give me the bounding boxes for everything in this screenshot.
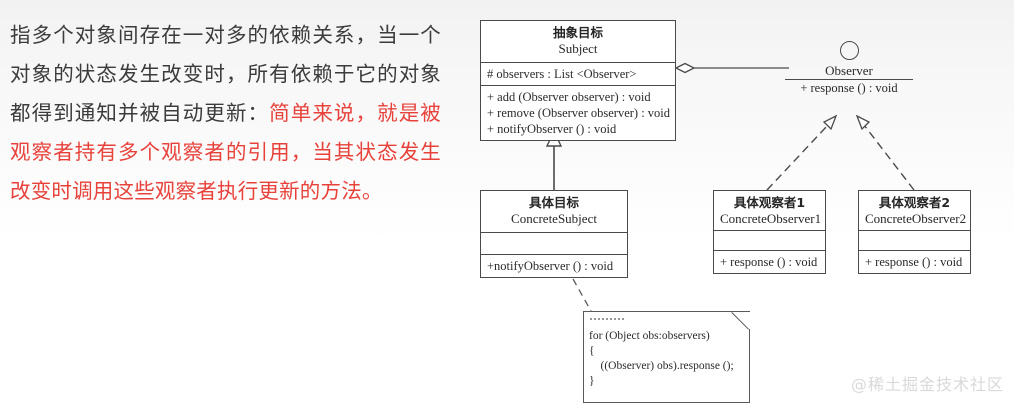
watermark: @稀土掘金技术社区 [850, 375, 1004, 394]
description-highlight-text: 简单来说，就是被观察者持有多个观察者的引用，当其状态发生改变时调用这些观察者执行… [10, 101, 441, 203]
method-row: + response () : void [720, 255, 818, 269]
class-en-name: Subject [558, 41, 598, 56]
class-methods-concrete-subject: +notifyObserver () : void [481, 254, 627, 277]
interface-observer[interactable]: Observer + response () : void [785, 41, 913, 97]
class-methods-concrete-observer-1: + response () : void [714, 250, 825, 273]
class-methods-concrete-observer-2: + response () : void [859, 250, 970, 273]
description-panel: 指多个对象间存在一对多的依赖关系，当一个对象的状态发生改变时，所有依赖于它的对象… [0, 0, 455, 405]
interface-circle-icon [839, 41, 859, 60]
pattern-description: 指多个对象间存在一对多的依赖关系，当一个对象的状态发生改变时，所有依赖于它的对象… [10, 16, 441, 211]
note-dotted-rule [590, 318, 624, 329]
class-cn-name: 具体目标 [528, 195, 579, 210]
note-code-line: { [589, 345, 595, 357]
method-row: + remove (Observer observer) : void [487, 106, 671, 120]
description-plain-text: 指多个对象间存在一对多的依赖关系，当一个对象的状态发生改变时，所有依赖于它的对象… [10, 23, 441, 125]
class-cn-name: 抽象目标 [552, 25, 603, 40]
uml-class-diagram: 抽象目标 Subject # observers : List <Observe… [455, 0, 1014, 405]
note-code-line: } [589, 375, 595, 387]
class-header-subject: 抽象目标 Subject [481, 21, 675, 62]
class-en-name: ConcreteSubject [511, 211, 597, 226]
class-en-name: ConcreteObserver2 [865, 211, 967, 226]
class-methods-subject: + add (Observer observer) : void + remov… [481, 85, 675, 140]
note-folded-corner-icon [733, 312, 750, 329]
method-row: + add (Observer observer) : void [487, 90, 651, 104]
method-row: + notifyObserver () : void [487, 122, 617, 136]
method-row: +notifyObserver () : void [487, 259, 614, 273]
realization-concreteobserver2-observer [855, 114, 915, 191]
note-anchor-concretesubject [572, 278, 592, 312]
aggregation-subject-observer [674, 62, 789, 74]
class-attributes-concrete-subject [481, 232, 627, 254]
class-box-concrete-observer-1[interactable]: 具体观察者1 ConcreteObserver1 + response () :… [713, 190, 826, 274]
class-box-concrete-subject[interactable]: 具体目标 ConcreteSubject +notifyObserver () … [480, 190, 628, 278]
class-cn-name: 具体观察者2 [878, 195, 951, 210]
class-attributes-subject: # observers : List <Observer> [481, 62, 675, 85]
class-attributes-concrete-observer-1 [714, 230, 825, 250]
interface-name: Observer [785, 63, 913, 80]
class-en-name: ConcreteObserver1 [720, 211, 822, 226]
class-header-concrete-observer-1: 具体观察者1 ConcreteObserver1 [714, 191, 825, 230]
attribute-row: # observers : List <Observer> [487, 67, 637, 81]
realization-concreteobserver1-observer [766, 114, 838, 191]
class-box-concrete-observer-2[interactable]: 具体观察者2 ConcreteObserver2 + response () :… [858, 190, 971, 274]
note-code-line: for (Object obs:observers) [589, 330, 710, 342]
note-content: for (Object obs:observers) { ((Observer)… [584, 312, 750, 389]
class-box-subject[interactable]: 抽象目标 Subject # observers : List <Observe… [480, 20, 676, 141]
class-header-concrete-observer-2: 具体观察者2 ConcreteObserver2 [859, 191, 970, 230]
note-box[interactable]: for (Object obs:observers) { ((Observer)… [583, 311, 750, 403]
method-row: + response () : void [865, 255, 963, 269]
class-header-concrete-subject: 具体目标 ConcreteSubject [481, 191, 627, 232]
class-cn-name: 具体观察者1 [733, 195, 806, 210]
class-attributes-concrete-observer-2 [859, 230, 970, 250]
note-right-border [748, 329, 750, 402]
interface-method-row: + response () : void [800, 81, 898, 95]
note-code-line: ((Observer) obs).response (); [589, 360, 734, 372]
